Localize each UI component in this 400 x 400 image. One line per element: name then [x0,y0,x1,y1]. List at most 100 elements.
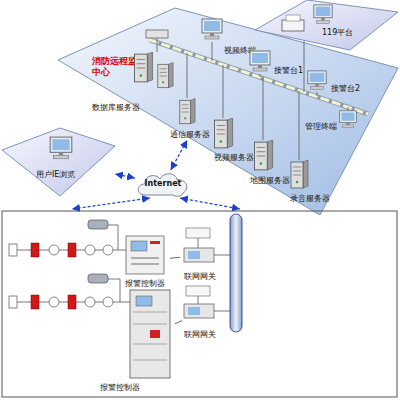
platform-shape [2,128,115,196]
connector [115,174,135,178]
gateway-node: 联网网关 [182,282,222,342]
cabinet-panel [133,360,167,361]
gateway-wire [214,255,230,256]
monitor-icon [50,137,72,159]
detector-icon [9,296,17,308]
printer-icon [282,20,304,31]
connector [175,321,182,324]
terminal-node: 视频终端 [224,46,256,56]
camera-wire [108,225,118,250]
switch-box [146,30,168,38]
drop-wire [187,53,188,98]
drop-wire [304,41,305,92]
gateway-wire [198,238,199,248]
network-bus [150,40,368,114]
platform-119: 119平台 [255,0,398,52]
node-label: 用户IE浏览 [36,170,75,180]
smoke-detector [85,297,95,307]
node-label: 接警台1 [274,66,303,76]
cabinet-led [150,330,160,338]
controller-screen [136,296,152,306]
controller-screen [131,241,147,251]
controller-panel [126,236,164,274]
user-platform: 用户IE浏览 [2,128,115,196]
drop-wire [317,92,318,96]
gateway-icon [184,248,214,262]
smoke-detector [103,297,113,307]
controller-node: 报警控制器 [122,232,170,290]
server-node: 录音服务器 [290,194,330,204]
terminal-node: 接警台1 [274,66,303,76]
node-label: 地图服务器 [250,176,290,186]
node-label: Internet [135,179,191,189]
monitor-icon [314,5,332,23]
alarm-button [68,295,76,309]
node-label: 119平台 [322,28,353,38]
server-icon [134,52,152,82]
controller-node: 报警控制器 [100,287,175,393]
camera-icon [88,220,108,229]
cabinet-panel [133,324,167,325]
platform-shape [255,0,398,50]
network-pipe [230,214,242,332]
node-label: 接警台2 [331,84,360,94]
terminal-node: 接警台2 [331,84,360,94]
center-title: 消防远程监控中心 [92,56,148,78]
detector-icon [9,244,17,256]
node-label: 视频服务器 [214,153,254,163]
network-bus [150,40,368,114]
router-icon [186,228,210,238]
monitor-icon [250,51,270,71]
cabinet-panel [133,344,167,345]
internet-cloud: Internet [135,170,191,198]
alarm-button [31,295,39,309]
camera-icon [88,274,108,283]
drop-wire [260,74,261,77]
monitor-icon [202,19,222,39]
smoke-detector [49,245,59,255]
node-label: 通信服务器 [170,130,210,140]
loop-wire [12,250,126,251]
loop-wire [12,302,130,303]
node-label: 联网网关 [184,330,216,340]
node-label: 数据库服务器 [92,103,140,113]
dashed-link [72,198,150,209]
drop-wire [348,107,349,110]
node-label: 录音服务器 [290,194,330,204]
gateway-wire [214,311,230,312]
drop-wire [157,38,158,52]
alarm-button [31,243,39,257]
node-outline [2,128,115,196]
server-icon [291,160,308,188]
server-node: 数据库服务器 [92,103,140,113]
gateway-wire [198,296,199,304]
drop-wire [212,42,213,61]
camera-wire [108,279,120,302]
node-label: 报警控制器 [100,383,140,393]
server-node: 地图服务器 [250,176,290,186]
controller-keys [131,257,159,259]
node-outline [255,0,398,52]
smoke-detector [49,297,59,307]
gateway-icon [184,304,214,318]
gateway-screen [188,307,200,315]
node-label: 报警控制器 [125,279,165,289]
server-icon [180,99,195,124]
server-icon [254,140,272,170]
gateway-screen [188,251,200,259]
field-frame [2,211,397,397]
drop-wire [223,65,224,118]
node-label: 视频终端 [224,46,256,56]
dashed-link [180,198,240,209]
gateway-node: 联网网关 [180,226,220,284]
router-icon [186,286,210,296]
node-label: 管理终端 [305,122,337,132]
printer-paper [286,15,300,21]
controller-keys [131,263,159,265]
node-label: 联网网关 [184,272,216,282]
connector [170,257,180,258]
server-icon [158,63,173,88]
server-node: 通信服务器 [170,130,210,140]
terminal-node: 管理终端 [305,122,337,132]
